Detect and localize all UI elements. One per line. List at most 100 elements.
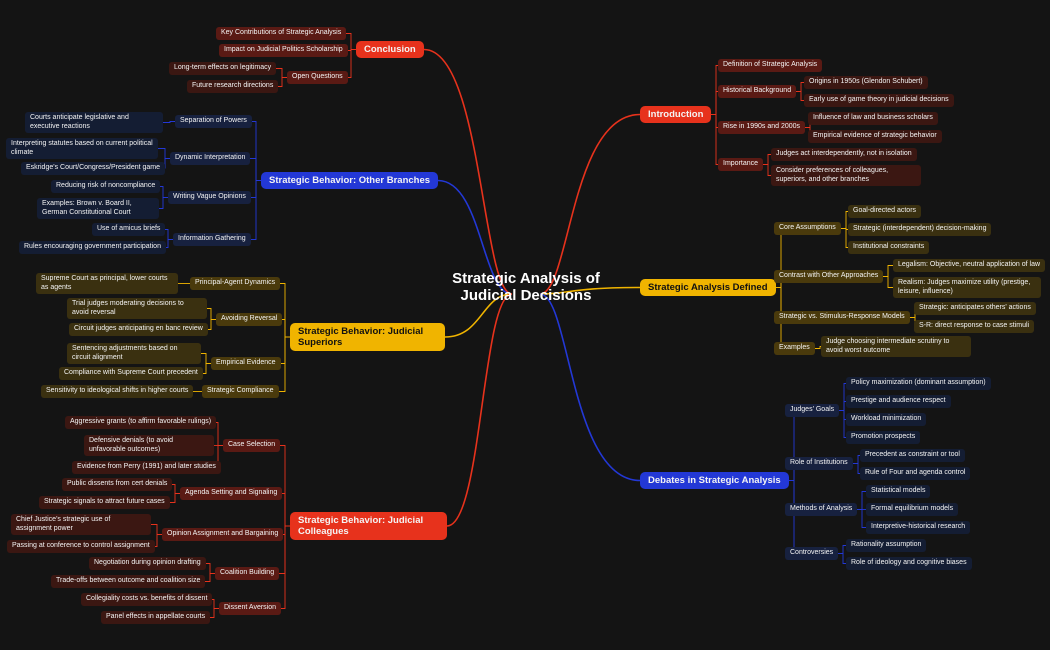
subtopic-coalition-building[interactable]: Coalition Building: [215, 567, 280, 580]
subtopic-contrast[interactable]: Contrast with Other Approaches: [774, 270, 884, 283]
subtopic-rise[interactable]: Rise in 1990s and 2000s: [718, 121, 806, 134]
leaf-influence[interactable]: Influence of law and business scholars: [808, 112, 938, 125]
link-sup-sup_em: [281, 336, 290, 364]
leaf-supreme-principal[interactable]: Supreme Court as principal, lower courts…: [36, 273, 178, 294]
subtopic-vague-opinions[interactable]: Writing Vague Opinions: [168, 191, 251, 204]
link-col-col_ag: [282, 493, 290, 527]
subtopic-examples[interactable]: Examples: [774, 342, 815, 355]
leaf-rationality[interactable]: Rationality assumption: [846, 539, 927, 552]
link-deb_inst-deb_i2: [853, 463, 860, 474]
subtopic-role-of-institutions[interactable]: Role of Institutions: [785, 457, 853, 470]
subtopic-separation-of-powers[interactable]: Separation of Powers: [175, 115, 252, 128]
leaf-compliance-precedent[interactable]: Compliance with Supreme Court precedent: [59, 367, 203, 380]
main-link-ob: [437, 179, 513, 295]
subtopic-agenda-setting[interactable]: Agenda Setting and Signaling: [180, 487, 283, 500]
leaf-empirical-evidence[interactable]: Empirical evidence of strategic behavior: [808, 130, 942, 143]
leaf-strategic-decision[interactable]: Strategic (interdependent) decision-maki…: [848, 223, 992, 236]
subtopic-core-assumptions[interactable]: Core Assumptions: [774, 222, 841, 235]
leaf-government-participation[interactable]: Rules encouraging government participati…: [19, 241, 166, 254]
leaf-prestige[interactable]: Prestige and audience respect: [846, 395, 951, 408]
leaf-negotiation[interactable]: Negotiation during opinion drafting: [89, 557, 206, 570]
link-deb_goals-deb_g4: [839, 410, 846, 438]
leaf-ideology-biases[interactable]: Role of ideology and cognitive biases: [846, 557, 972, 570]
leaf-ideological-shifts[interactable]: Sensitivity to ideological shifts in hig…: [41, 385, 194, 398]
leaf-legalism[interactable]: Legalism: Objective, neutral application…: [893, 259, 1046, 272]
leaf-examples-brown[interactable]: Examples: Brown v. Board II, German Cons…: [37, 198, 159, 219]
leaf-aggressive-grants[interactable]: Aggressive grants (to affirm favorable r…: [65, 416, 217, 429]
topic-introduction[interactable]: Introduction: [640, 106, 712, 123]
subtopic-open-questions[interactable]: Open Questions: [287, 71, 348, 84]
leaf-perry-evidence[interactable]: Evidence from Perry (1991) and later stu…: [72, 461, 221, 474]
leaf-rule-of-four[interactable]: Rule of Four and agenda control: [860, 467, 971, 480]
subtopic-avoiding-reversal[interactable]: Avoiding Reversal: [216, 313, 283, 326]
leaf-intermediate-scrutiny[interactable]: Judge choosing intermediate scrutiny to …: [821, 336, 971, 357]
topic-strategic-analysis-defined[interactable]: Strategic Analysis Defined: [640, 279, 776, 296]
leaf-realism[interactable]: Realism: Judges maximize utility (presti…: [893, 277, 1041, 298]
main-link-conc: [423, 48, 513, 295]
subtopic-empirical-evidence[interactable]: Empirical Evidence: [211, 357, 281, 370]
leaf-passing-conference[interactable]: Passing at conference to control assignm…: [7, 540, 155, 553]
leaf-panel-effects[interactable]: Panel effects in appellate courts: [101, 611, 211, 624]
leaf-strategic-signals[interactable]: Strategic signals to attract future case…: [39, 496, 170, 509]
topic-judicial-colleagues[interactable]: Strategic Behavior: Judicial Colleagues: [290, 512, 447, 540]
leaf-strategic-anticipates[interactable]: Strategic: anticipates others' actions: [914, 302, 1036, 315]
subtopic-dynamic-interpretation[interactable]: Dynamic Interpretation: [170, 152, 251, 165]
leaf-eskridge-game[interactable]: Eskridge's Court/Congress/President game: [21, 162, 166, 175]
leaf-workload[interactable]: Workload minimization: [846, 413, 927, 426]
link-col_cb-col_cb2: [205, 573, 215, 582]
subtopic-information-gathering[interactable]: Information Gathering: [173, 233, 251, 246]
leaf-origins[interactable]: Origins in 1950s (Glendon Schubert): [804, 76, 928, 89]
topic-debates[interactable]: Debates in Strategic Analysis: [640, 472, 789, 489]
leaf-goal-directed[interactable]: Goal-directed actors: [848, 205, 922, 218]
subtopic-methods[interactable]: Methods of Analysis: [785, 503, 858, 516]
leaf-noncompliance[interactable]: Reducing risk of noncompliance: [51, 180, 161, 193]
leaf-circuit-judges[interactable]: Circuit judges anticipating en banc revi…: [69, 323, 208, 336]
subtopic-judges-goals[interactable]: Judges' Goals: [785, 404, 840, 417]
leaf-interpreting-statutes[interactable]: Interpreting statutes based on current p…: [6, 138, 158, 159]
subtopic-strategic-vs-stimulus[interactable]: Strategic vs. Stimulus-Response Models: [774, 311, 910, 324]
leaf-defensive-denials[interactable]: Defensive denials (to avoid unfavorable …: [84, 435, 214, 456]
main-link-def: [539, 286, 641, 295]
subtopic-case-selection[interactable]: Case Selection: [223, 439, 281, 452]
leaf-game-theory[interactable]: Early use of game theory in judicial dec…: [804, 94, 954, 107]
link-col_ag-col_ag1: [172, 484, 180, 494]
leaf-institutional-constraints[interactable]: Institutional constraints: [848, 241, 930, 254]
leaf-interdependent[interactable]: Judges act interdependently, not in isol…: [771, 148, 917, 161]
subtopic-principal-agent[interactable]: Principal-Agent Dynamics: [190, 277, 281, 290]
link-ob-ob_dyn: [250, 158, 261, 181]
subtopic-controversies[interactable]: Controversies: [785, 547, 839, 560]
leaf-public-dissents[interactable]: Public dissents from cert denials: [62, 478, 173, 491]
link-intro_hist-intro_hist_g: [796, 91, 804, 101]
subtopic-key-contributions[interactable]: Key Contributions of Strategic Analysis: [216, 27, 347, 40]
subtopic-impact[interactable]: Impact on Judicial Politics Scholarship: [219, 44, 348, 57]
subtopic-importance[interactable]: Importance: [718, 158, 764, 171]
topic-conclusion[interactable]: Conclusion: [356, 41, 424, 58]
subtopic-historical-background[interactable]: Historical Background: [718, 85, 797, 98]
leaf-statistical-models[interactable]: Statistical models: [866, 485, 931, 498]
subtopic-dissent-aversion[interactable]: Dissent Aversion: [219, 602, 282, 615]
link-intro-intro_rise: [711, 114, 718, 128]
subtopic-definition[interactable]: Definition of Strategic Analysis: [718, 59, 823, 72]
leaf-legitimacy[interactable]: Long-term effects on legitimacy: [169, 62, 277, 75]
topic-other-branches[interactable]: Strategic Behavior: Other Branches: [261, 172, 439, 189]
leaf-chief-justice[interactable]: Chief Justice's strategic use of assignm…: [11, 514, 151, 535]
subtopic-opinion-assignment[interactable]: Opinion Assignment and Bargaining: [162, 528, 284, 541]
leaf-policy-maximization[interactable]: Policy maximization (dominant assumption…: [846, 377, 991, 390]
link-deb-deb_con: [785, 480, 795, 554]
leaf-preferences[interactable]: Consider preferences of colleagues, supe…: [771, 165, 921, 186]
leaf-sr-response[interactable]: S-R: direct response to case stimuli: [914, 320, 1035, 333]
leaf-future-research[interactable]: Future research directions: [187, 80, 279, 93]
leaf-trial-judges[interactable]: Trial judges moderating decisions to avo…: [67, 298, 207, 319]
leaf-promotion[interactable]: Promotion prospects: [846, 431, 921, 444]
subtopic-strategic-compliance[interactable]: Strategic Compliance: [202, 385, 279, 398]
leaf-sentencing-adjustments[interactable]: Sentencing adjustments based on circuit …: [67, 343, 201, 364]
leaf-interpretive[interactable]: Interpretive-historical research: [866, 521, 971, 534]
leaf-precedent[interactable]: Precedent as constraint or tool: [860, 449, 965, 462]
leaf-amicus-briefs[interactable]: Use of amicus briefs: [92, 223, 166, 236]
leaf-formal-models[interactable]: Formal equilibrium models: [866, 503, 959, 516]
link-col_ag-col_ag2: [170, 493, 180, 503]
leaf-collegiality-costs[interactable]: Collegiality costs vs. benefits of disse…: [81, 593, 213, 606]
topic-judicial-superiors[interactable]: Strategic Behavior: Judicial Superiors: [290, 323, 445, 351]
leaf-tradeoffs[interactable]: Trade-offs between outcome and coalition…: [51, 575, 206, 588]
leaf-anticipate-reactions[interactable]: Courts anticipate legislative and execut…: [25, 112, 163, 133]
